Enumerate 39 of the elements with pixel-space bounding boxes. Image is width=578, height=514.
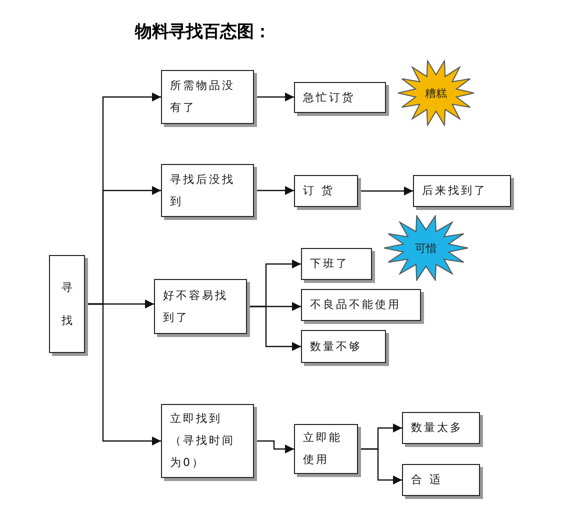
process-box (301, 289, 421, 321)
box-text: 数量太多 (411, 420, 463, 436)
box-text: 合 适 (411, 472, 442, 488)
process-box (301, 248, 372, 280)
process-box (413, 175, 511, 207)
box-text: 立即能使用 (303, 430, 343, 468)
box-text: 糟糕 (425, 86, 447, 100)
diagram-title: 物料寻找百态图： (135, 21, 271, 43)
box-text: 立即找到（寻找时间为0） (170, 411, 236, 471)
process-box (294, 175, 358, 207)
process-box (402, 412, 480, 444)
box-text: 急忙订货 (303, 90, 355, 106)
process-box (161, 404, 254, 478)
box-text: 寻找后没找到 (170, 172, 236, 210)
process-box (294, 424, 358, 474)
starburst-shape (384, 215, 468, 281)
arrow (358, 186, 413, 196)
arrow (254, 186, 294, 195)
box-text: 后来找到了 (422, 183, 487, 199)
starburst-shape (398, 60, 474, 126)
box-text: 不良品不能使用 (310, 297, 401, 313)
box-text: 订 货 (303, 183, 334, 199)
arrow (254, 92, 294, 102)
process-box (402, 464, 480, 496)
arrow (254, 440, 294, 454)
arrow (247, 306, 301, 351)
box-text: 好不容易找到了 (163, 288, 229, 326)
process-box (49, 255, 85, 353)
box-text: 寻找 (62, 280, 72, 329)
process-box (301, 330, 386, 363)
box-text: 数量不够 (310, 338, 362, 354)
box-text: 可惜 (415, 240, 437, 256)
process-box (161, 70, 254, 124)
process-box (294, 82, 386, 113)
process-box (161, 164, 254, 217)
box-text: 下班了 (310, 256, 349, 272)
arrow (85, 303, 161, 446)
box-text: 所需物品没有了 (170, 78, 236, 116)
process-box (154, 279, 247, 334)
